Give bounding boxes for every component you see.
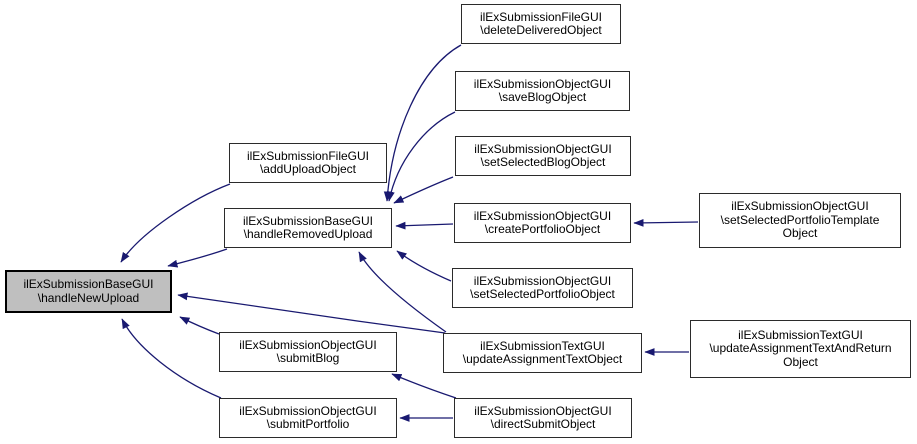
node-label-line: Object	[782, 226, 818, 241]
node-handle-new-upload: ilExSubmissionBaseGUI \handleNewUpload	[5, 270, 172, 313]
edge-updateAssignmentTextObject-handleNewUpload	[177, 292, 446, 334]
node-label-line: ilExSubmissionObjectGUI	[473, 208, 612, 223]
node-label-line: ilExSubmissionObjectGUI	[239, 337, 377, 352]
node-delete-delivered-object[interactable]: ilExSubmissionFileGUI \deleteDeliveredOb…	[461, 4, 621, 44]
edge-submitBlog-handleNewUpload	[179, 316, 220, 335]
node-label-line: ilExSubmissionTextGUI	[738, 327, 863, 342]
node-direct-submit-object[interactable]: ilExSubmissionObjectGUI \directSubmitObj…	[454, 398, 632, 438]
node-label-line: \setSelectedBlogObject	[480, 155, 606, 169]
node-set-selected-blog-object[interactable]: ilExSubmissionObjectGUI \setSelectedBlog…	[455, 136, 631, 176]
edge-submitPortfolio-handleNewUpload	[121, 318, 222, 399]
node-set-selected-portfolio-object[interactable]: ilExSubmissionObjectGUI \setSelectedPort…	[452, 268, 633, 308]
node-label-line: ilExSubmissionBaseGUI	[242, 213, 374, 228]
node-label-line: ilExSubmissionObjectGUI	[474, 141, 612, 156]
node-label-line: \updateAssignmentTextAndReturn	[709, 341, 892, 356]
node-label-line: ilExSubmissionObjectGUI	[239, 403, 377, 418]
edge-createPortfolioObject-handleRemovedUpload	[395, 221, 454, 230]
edge-directSubmitObject-submitBlog	[391, 373, 457, 399]
node-label-line: \addUploadObject	[259, 162, 357, 176]
node-label-line: ilExSubmissionFileGUI	[246, 148, 370, 163]
node-label-line: ilExSubmissionObjectGUI	[473, 76, 612, 91]
node-submit-blog[interactable]: ilExSubmissionObjectGUI \submitBlog	[219, 332, 397, 372]
node-label-line: \submitPortfolio	[266, 417, 350, 431]
node-label-line: \updateAssignmentTextObject	[462, 352, 623, 366]
node-label-line: \directSubmitObject	[490, 417, 596, 431]
node-label-line: \saveBlogObject	[498, 90, 587, 104]
node-update-assignment-text-and-return-object[interactable]: ilExSubmissionTextGUI \updateAssignmentT…	[690, 320, 911, 378]
edge-saveBlogObject-handleRemovedUpload	[387, 111, 456, 202]
node-label-line: \handleRemovedUpload	[243, 227, 373, 241]
node-label-line: \setSelectedPortfolioObject	[470, 287, 615, 301]
edge-handleRemovedUpload-handleNewUpload	[167, 248, 228, 268]
edge-deleteDeliveredObject-handleRemovedUpload	[383, 44, 462, 202]
node-submit-portfolio[interactable]: ilExSubmissionObjectGUI \submitPortfolio	[219, 398, 397, 438]
node-label-line: \setSelectedPortfolioTemplate	[720, 212, 880, 227]
node-label-line: Object	[783, 354, 818, 369]
node-label-line: ilExSubmissionObjectGUI	[473, 273, 612, 288]
node-label-line: ilExSubmissionTextGUI	[480, 338, 605, 353]
node-handle-removed-upload[interactable]: ilExSubmissionBaseGUI \handleRemovedUplo…	[224, 208, 392, 248]
node-label-line: \handleNewUpload	[37, 290, 140, 305]
edge-setSelectedBlogObject-handleRemovedUpload	[393, 176, 454, 204]
node-label-line: \createPortfolioObject	[484, 222, 601, 236]
edge-addUploadObject-handleNewUpload	[120, 183, 231, 263]
node-save-blog-object[interactable]: ilExSubmissionObjectGUI \saveBlogObject	[455, 71, 630, 111]
node-label-line: ilExSubmissionBaseGUI	[23, 277, 154, 291]
edge-updateAssignmentTextObject-handleRemovedUpload	[358, 251, 447, 333]
node-label-line: ilExSubmissionObjectGUI	[474, 403, 612, 418]
node-label-line: ilExSubmissionFileGUI	[479, 9, 603, 24]
edge-setSelectedPortfolioTemplateObject-createPortfolioObject	[633, 218, 699, 227]
node-update-assignment-text-object[interactable]: ilExSubmissionTextGUI \updateAssignmentT…	[443, 333, 642, 373]
node-label-line: \deleteDeliveredObject	[480, 23, 602, 37]
node-label-line: ilExSubmissionObjectGUI	[731, 199, 869, 214]
node-create-portfolio-object[interactable]: ilExSubmissionObjectGUI \createPortfolio…	[454, 203, 631, 243]
edge-setSelectedPortfolioObject-handleRemovedUpload	[396, 250, 452, 282]
node-set-selected-portfolio-template-object[interactable]: ilExSubmissionObjectGUI \setSelectedPort…	[699, 193, 901, 248]
node-add-upload-object[interactable]: ilExSubmissionFileGUI \addUploadObject	[229, 143, 387, 183]
node-label-line: \submitBlog	[276, 351, 340, 365]
